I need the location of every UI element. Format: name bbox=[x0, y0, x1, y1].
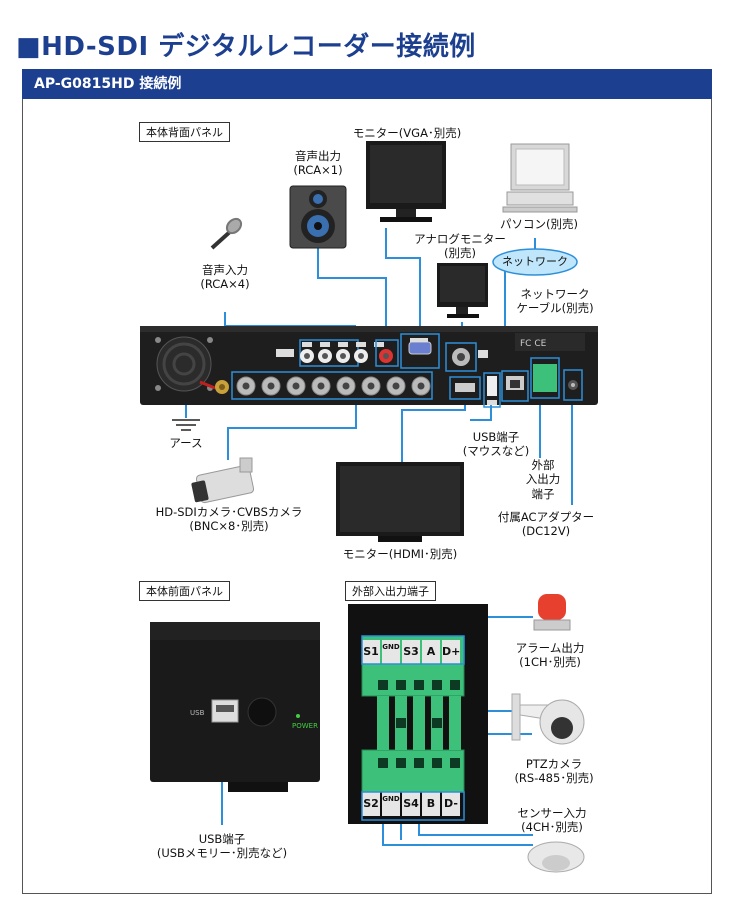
ext-io-label: 外部入出力端子 bbox=[525, 458, 561, 501]
ac-adapter-label: 付属ACアダプター(DC12V) bbox=[497, 510, 595, 539]
audio-in-label: 音声入力(RCA×4) bbox=[200, 263, 250, 292]
vga-monitor-icon bbox=[366, 141, 446, 222]
sensor-icon bbox=[527, 841, 585, 873]
terminal-bottom-gnd: GND bbox=[382, 795, 400, 803]
network-cable-label: ネットワークケーブル(別売) bbox=[516, 287, 594, 316]
alarm-lamp-icon bbox=[533, 594, 571, 631]
earth-icon bbox=[172, 419, 200, 431]
terminal-bottom-s4: S4 bbox=[403, 797, 419, 810]
pc-label: パソコン(別売) bbox=[500, 217, 578, 231]
page-title: ■HD-SDI デジタルレコーダー接続例 bbox=[16, 32, 476, 62]
network-label: ネットワーク bbox=[502, 255, 568, 268]
network-cloud-icon bbox=[492, 248, 578, 276]
terminal-top-s3: S3 bbox=[403, 645, 419, 658]
analog-monitor-label: アナログモニター(別売) bbox=[414, 232, 506, 261]
front-usb-label: USB端子(USBメモリー･別売など) bbox=[156, 832, 288, 861]
alarm-label: アラーム出力(1CH･別売) bbox=[515, 641, 585, 670]
analog-monitor-icon bbox=[437, 263, 488, 318]
speaker-icon bbox=[289, 185, 347, 249]
pc-icon bbox=[502, 143, 578, 213]
recorder-front-panel: USB POWER bbox=[150, 622, 320, 792]
terminal-panel-label: 外部入出力端子 bbox=[345, 581, 436, 601]
front-panel-label: 本体前面パネル bbox=[139, 581, 230, 601]
audio-out-label: 音声出力(RCA×1) bbox=[293, 149, 343, 178]
terminal-bottom-b: B bbox=[426, 797, 436, 810]
vga-monitor-label: モニター(VGA･別売) bbox=[352, 126, 462, 140]
terminal-top-a: A bbox=[426, 645, 436, 658]
terminal-top-dplus: D+ bbox=[442, 645, 461, 658]
usb-port-label: USB端子(マウスなど) bbox=[462, 430, 530, 459]
hdmi-monitor-label: モニター(HDMI･別売) bbox=[342, 547, 458, 561]
sensor-label: センサー入力(4CH･別売) bbox=[517, 806, 587, 835]
terminal-top-s1: S1 bbox=[363, 645, 379, 658]
terminal-block bbox=[348, 604, 488, 824]
svg-text:USB: USB bbox=[190, 709, 205, 717]
hdmi-monitor-icon bbox=[336, 462, 464, 542]
microphone-icon bbox=[210, 217, 243, 250]
camera-icon bbox=[191, 457, 255, 504]
ptz-camera-icon bbox=[511, 693, 585, 745]
ptz-label: PTZカメラ(RS-485･別売) bbox=[514, 757, 594, 786]
svg-text:FC CE: FC CE bbox=[520, 339, 547, 349]
camera-label: HD-SDIカメラ･CVBSカメラ(BNC×8･別売) bbox=[155, 505, 303, 534]
terminal-top-gnd: GND bbox=[382, 643, 400, 651]
earth-label: アース bbox=[169, 436, 203, 450]
terminal-bottom-dminus: D- bbox=[444, 797, 458, 810]
section-bar: AP-G0815HD 接続例 bbox=[22, 69, 712, 99]
terminal-bottom-s2: S2 bbox=[363, 797, 379, 810]
recorder-rear-panel: FC CE bbox=[140, 326, 598, 408]
rear-panel-label: 本体背面パネル bbox=[139, 122, 230, 142]
svg-text:POWER: POWER bbox=[292, 722, 318, 730]
